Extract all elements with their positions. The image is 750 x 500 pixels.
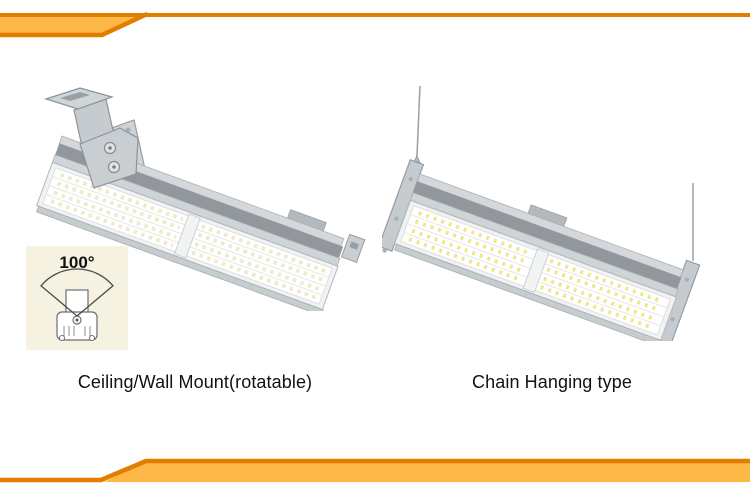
far-end-bracket: [340, 233, 366, 264]
ceiling-mount-fixture-illustration: [36, 87, 366, 311]
fixture-pivot-dot: [75, 318, 79, 322]
end-plate-hole: [408, 176, 413, 182]
beam-fan-shape: [40, 268, 114, 317]
pivot-screw-dot: [112, 165, 116, 169]
chain-hanging-fixture-illustration: [382, 86, 701, 341]
beam-angle-icon: 100°: [26, 246, 128, 350]
bracket-foot-slot: [60, 92, 90, 101]
end-plate-hole: [382, 248, 387, 253]
caption-ceiling-wall-mount: Ceiling/Wall Mount(rotatable): [77, 372, 313, 392]
heatsink-stripe: [413, 181, 682, 289]
top-banner-edge: [0, 12, 149, 38]
bottom-frame: [36, 205, 324, 311]
caption-chain-hanging: Chain Hanging type: [472, 372, 632, 392]
fixture-fin-lines: [63, 326, 91, 336]
bracket-foot: [44, 87, 114, 110]
pivot-plate: [79, 127, 139, 189]
fixture-body: [382, 159, 701, 341]
end-plate-hole: [394, 216, 399, 221]
top-banner-decoration: [0, 12, 750, 38]
fixture-body-symbol: [56, 311, 98, 341]
bottom-banner-decoration: [0, 458, 750, 483]
led-rows: [50, 172, 327, 300]
fixture-foot: [89, 335, 95, 341]
bottom-banner-fill: [104, 461, 750, 482]
end-plate-hole: [670, 316, 675, 322]
beam-angle-value: 100°: [59, 253, 94, 272]
module-divider: [173, 213, 201, 259]
hanging-wire-left: [416, 86, 421, 161]
module-divider: [522, 248, 550, 293]
bottom-frame: [394, 243, 663, 341]
end-plate-hole: [684, 277, 690, 282]
bottom-banner-edge: [0, 458, 750, 483]
far-end-bracket-slot: [349, 241, 359, 250]
pivot-screw-dot: [108, 146, 112, 150]
fixture-arm-symbol: [65, 289, 89, 315]
fixture-foot: [59, 335, 65, 341]
wall-mount-bracket: [44, 87, 139, 189]
